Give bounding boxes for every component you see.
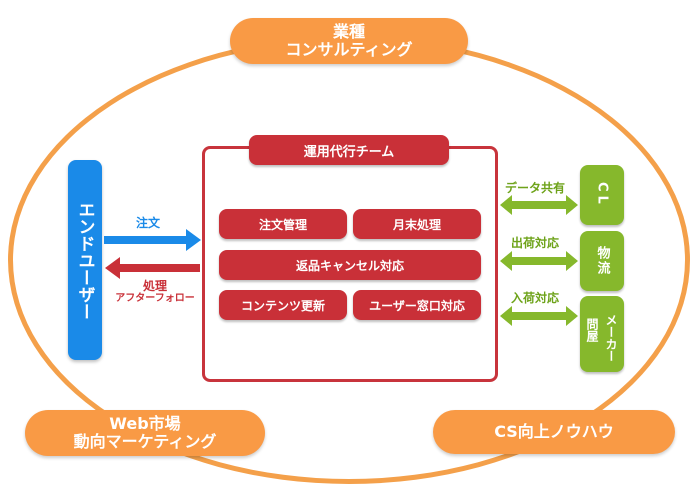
task-user-support: ユーザー窓口対応 — [353, 290, 481, 320]
end-user-box: エンドユーザー — [68, 160, 102, 360]
web-marketing-line1: Web市場 — [109, 413, 181, 433]
maker-label: メーカー — [604, 314, 618, 362]
consulting-line1: 業種 — [332, 21, 365, 41]
ship-arrow — [500, 251, 578, 271]
task-month-end: 月末処理 — [353, 209, 481, 239]
receive-label: 入荷対応 — [511, 291, 560, 305]
cl-box: CL — [580, 165, 624, 225]
receive-arrow — [500, 306, 578, 326]
end-user-label: エンドユーザー — [74, 200, 95, 320]
logistics-box: 物流 — [580, 231, 624, 291]
process-label-group: 処理 アフターフォロー — [108, 279, 202, 305]
cl-label: CL — [594, 182, 610, 208]
logistics-label: 物流 — [594, 246, 610, 276]
process-arrow — [105, 257, 200, 279]
cs-knowhow-label: CS向上ノウハウ — [494, 421, 614, 441]
consulting-pill: 業種 コンサルティング — [230, 18, 468, 64]
after-follow-label: アフターフォロー — [115, 293, 195, 305]
task-content-update: コンテンツ更新 — [219, 290, 347, 320]
task-returns-cancel: 返品キャンセル対応 — [219, 250, 481, 280]
ship-label: 出荷対応 — [511, 236, 560, 250]
data-share-label: データ共有 — [505, 181, 566, 195]
process-label: 処理 — [142, 279, 167, 293]
maker-wholesaler-box: メーカー 問屋 — [580, 296, 624, 372]
web-marketing-line2: 動向マーケティング — [73, 432, 217, 451]
order-label: 注文 — [136, 216, 161, 230]
wholesaler-label: 問屋 — [585, 318, 599, 342]
operations-team-title: 運用代行チーム — [249, 135, 449, 165]
data-share-arrow — [500, 195, 578, 215]
web-marketing-pill: Web市場 動向マーケティング — [25, 410, 265, 456]
consulting-line2: コンサルティング — [285, 40, 413, 59]
order-arrow — [104, 229, 201, 251]
cs-knowhow-pill: CS向上ノウハウ — [433, 410, 675, 454]
task-order-management: 注文管理 — [219, 209, 347, 239]
